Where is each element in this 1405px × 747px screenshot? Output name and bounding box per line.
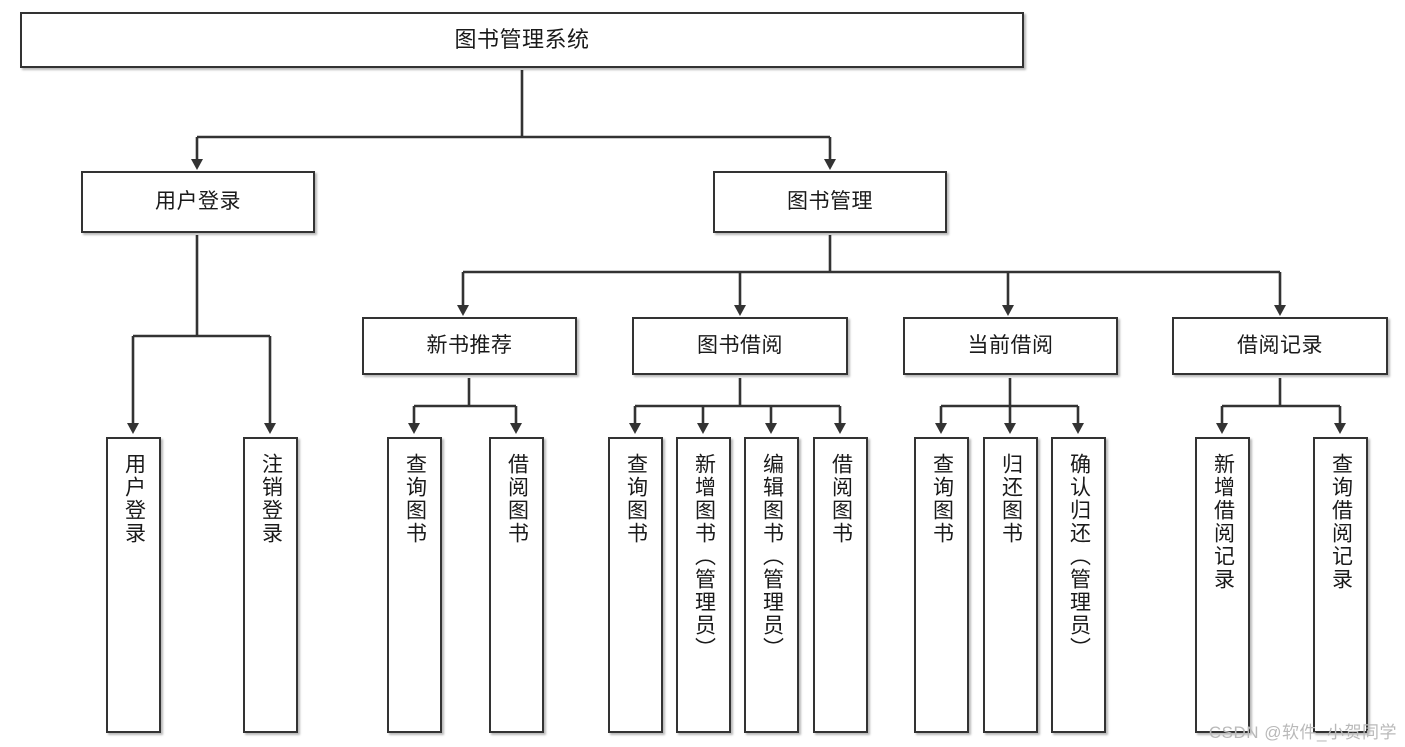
node-label: 用户登录	[155, 190, 241, 214]
node-new-book-recommend[interactable]: 新书推荐	[362, 317, 577, 375]
node-book-management[interactable]: 图书管理	[713, 171, 947, 233]
node-label: 图书管理	[787, 190, 873, 214]
node-label: 查询借阅记录	[1329, 453, 1353, 591]
leaf-borrow-borrow-book[interactable]: 借阅图书	[813, 437, 868, 733]
node-label: 查询图书	[624, 453, 648, 545]
leaf-user-login-signin[interactable]: 用户登录	[106, 437, 161, 733]
node-label: 借阅记录	[1237, 334, 1323, 358]
leaf-recommend-borrow-book[interactable]: 借阅图书	[489, 437, 544, 733]
node-label: 图书借阅	[697, 334, 783, 358]
node-label: 查询图书	[403, 453, 427, 545]
leaf-borrow-edit-book-admin[interactable]: 编辑图书（管理员）	[744, 437, 799, 733]
node-label: 当前借阅	[967, 334, 1054, 358]
node-label: 新书推荐	[426, 334, 513, 358]
leaf-user-login-signout[interactable]: 注销登录	[243, 437, 298, 733]
watermark-text: CSDN @软件_小贺同学	[1208, 723, 1397, 742]
leaf-recommend-query-book[interactable]: 查询图书	[387, 437, 442, 733]
leaf-record-query-record[interactable]: 查询借阅记录	[1313, 437, 1368, 733]
leaf-current-confirm-return-admin[interactable]: 确认归还（管理员）	[1051, 437, 1106, 733]
leaf-borrow-add-book-admin[interactable]: 新增图书（管理员）	[676, 437, 731, 733]
leaf-current-query-book[interactable]: 查询图书	[914, 437, 969, 733]
node-label: 用户登录	[122, 453, 146, 545]
node-root-system[interactable]: 图书管理系统	[20, 12, 1024, 68]
node-book-borrow[interactable]: 图书借阅	[632, 317, 848, 375]
leaf-record-add-record[interactable]: 新增借阅记录	[1195, 437, 1250, 733]
leaf-current-return-book[interactable]: 归还图书	[983, 437, 1038, 733]
node-borrow-record[interactable]: 借阅记录	[1172, 317, 1388, 375]
node-user-login[interactable]: 用户登录	[81, 171, 315, 233]
node-label: 查询图书	[930, 453, 954, 545]
node-label: 新增借阅记录	[1211, 453, 1235, 591]
node-label: 新增图书（管理员）	[692, 453, 716, 660]
node-label: 确认归还（管理员）	[1067, 453, 1091, 660]
node-current-borrow[interactable]: 当前借阅	[903, 317, 1118, 375]
leaf-borrow-query-book[interactable]: 查询图书	[608, 437, 663, 733]
node-label: 借阅图书	[505, 453, 529, 545]
node-label: 图书管理系统	[454, 26, 590, 52]
node-label: 注销登录	[259, 453, 283, 545]
node-label: 归还图书	[999, 453, 1023, 545]
node-label: 编辑图书（管理员）	[760, 453, 784, 660]
node-label: 借阅图书	[829, 453, 853, 545]
